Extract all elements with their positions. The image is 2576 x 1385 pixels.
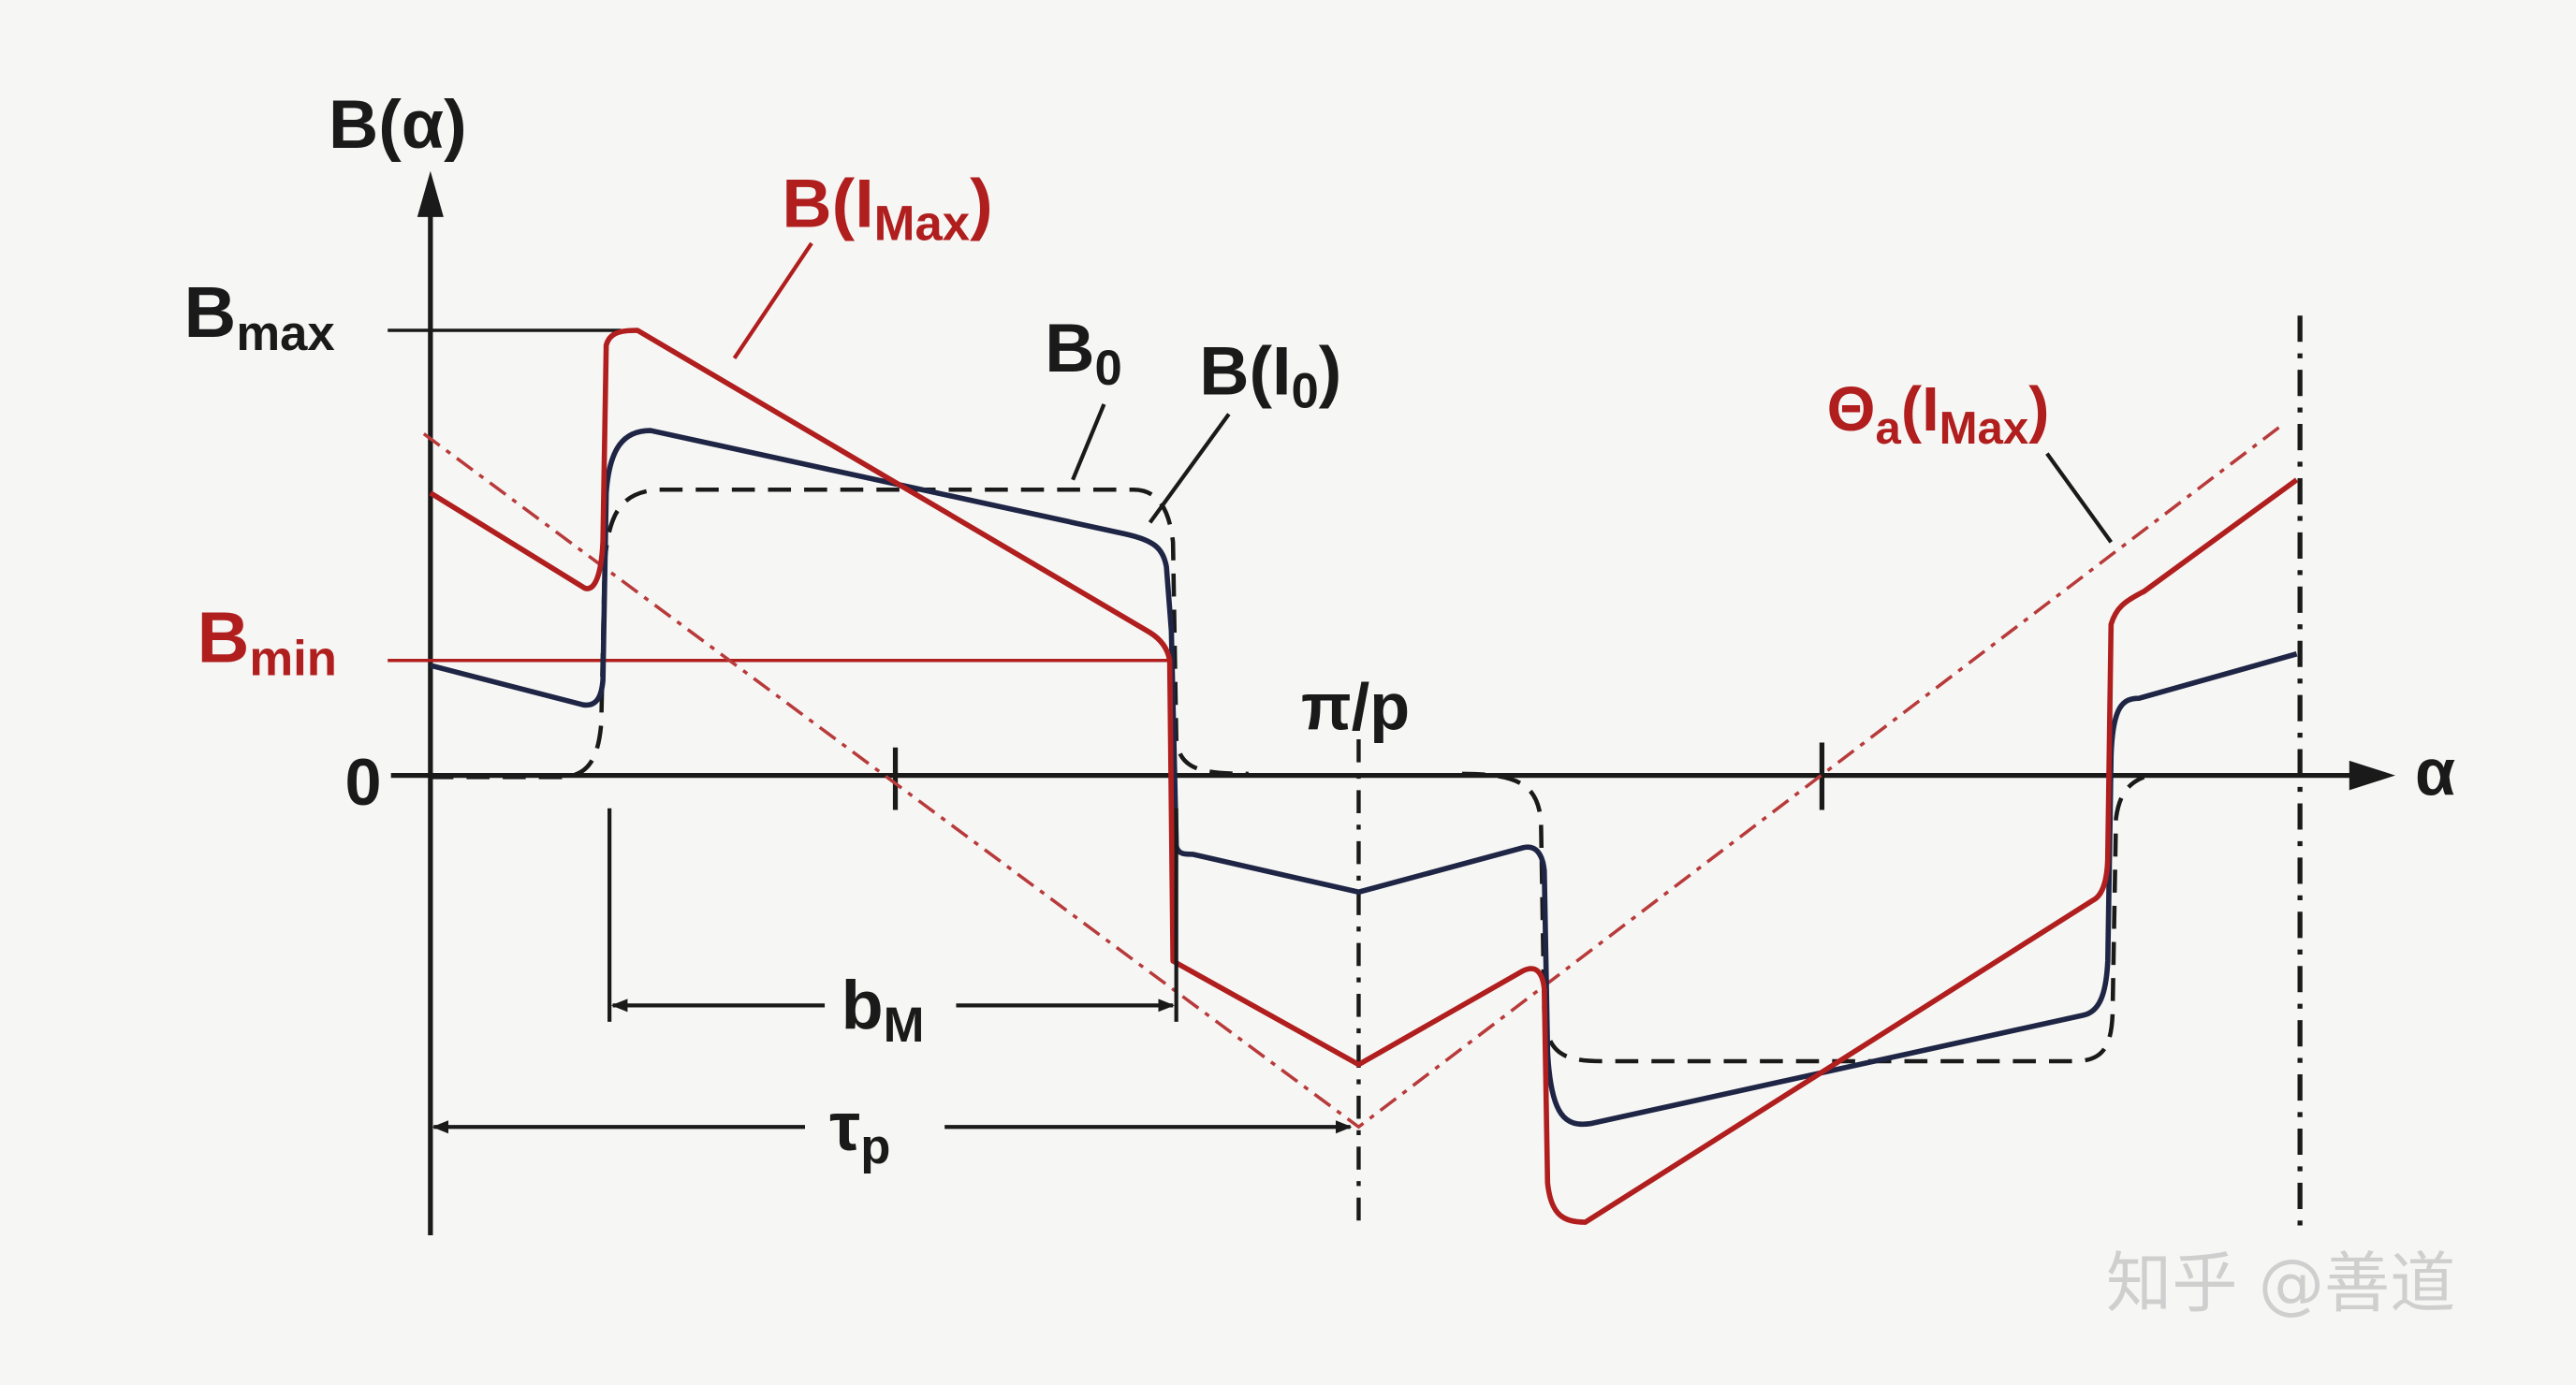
b0-curve bbox=[430, 487, 1249, 780]
b-i0-label: B(I0) bbox=[1199, 331, 1341, 418]
b-imax-curve bbox=[429, 328, 2299, 1225]
b0-label: B0 bbox=[1045, 309, 1122, 396]
arrow-right-icon bbox=[2349, 760, 2395, 791]
b0-curve-negative bbox=[1462, 771, 2145, 1064]
bm-label: bM bbox=[842, 966, 925, 1053]
b-i0-curve bbox=[430, 428, 2298, 1128]
b-imax-label: B(IMax) bbox=[782, 164, 992, 251]
taup-label: τp bbox=[829, 1087, 890, 1174]
theta-a-label: Θa(IMax) bbox=[1827, 375, 2050, 454]
axes bbox=[390, 170, 2395, 1236]
y-axis-label: B(α) bbox=[329, 85, 467, 163]
leader-b-imax bbox=[732, 241, 813, 360]
arrow-up-icon bbox=[417, 170, 444, 217]
bm-dimension bbox=[607, 808, 1178, 1022]
theta-a-curve bbox=[422, 422, 2285, 1130]
zero-label: 0 bbox=[345, 745, 382, 819]
watermark: 知乎 @善道 bbox=[2106, 1246, 2455, 1322]
leader-b-i0 bbox=[1148, 413, 1231, 524]
x-axis-label: α bbox=[2415, 736, 2455, 809]
leader-b0 bbox=[1071, 403, 1106, 481]
pi-over-p-label: π/p bbox=[1301, 669, 1410, 743]
bmin-label: Bmin bbox=[198, 598, 337, 687]
leader-theta-a bbox=[2045, 452, 2114, 544]
bmax-label: Bmax bbox=[184, 272, 335, 361]
